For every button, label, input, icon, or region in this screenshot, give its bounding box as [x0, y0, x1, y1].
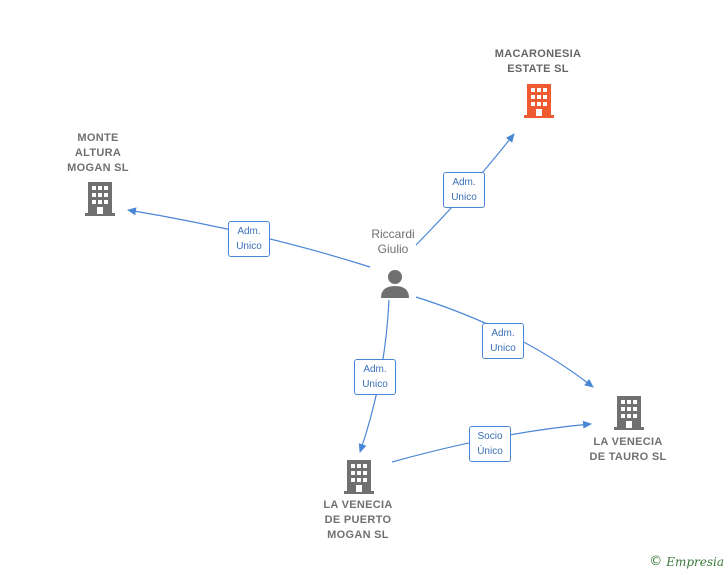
brand-watermark: © Empresia: [649, 554, 724, 569]
monte-label[interactable]: MONTE ALTURA MOGAN SL: [67, 132, 129, 174]
tauro-building-icon[interactable]: [614, 396, 644, 430]
edge-label-to-macaronesia: Adm. Unico: [443, 172, 485, 208]
person-icon[interactable]: [380, 268, 410, 298]
edge-label-to-puerto: Adm. Unico: [354, 359, 396, 395]
edge-label-to-monte: Adm. Unico: [228, 221, 270, 257]
puerto-building-icon[interactable]: [344, 460, 374, 494]
brand-name: Empresia: [666, 554, 724, 569]
macaronesia-label[interactable]: MACARONESIA ESTATE SL: [494, 48, 582, 75]
tauro-label[interactable]: LA VENECIA DE TAURO SL: [589, 436, 667, 463]
edge-label-puerto-to-tauro: Socio Único: [469, 426, 511, 462]
puerto-label[interactable]: LA VENECIA DE PUERTO MOGAN SL: [323, 499, 393, 541]
copyright-symbol: ©: [649, 554, 663, 569]
monte-building-icon[interactable]: [85, 182, 115, 216]
person-label[interactable]: Riccardi Giulio: [371, 227, 415, 256]
macaronesia-building-icon[interactable]: [524, 84, 554, 118]
edge-label-to-tauro: Adm. Unico: [482, 323, 524, 359]
